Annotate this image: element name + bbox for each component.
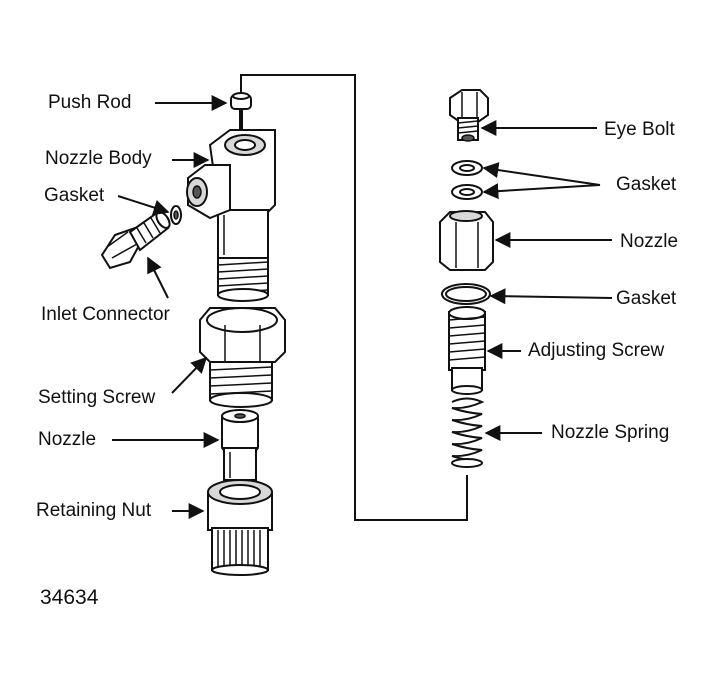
right-gasket-middle-part [451,184,483,200]
label-inlet-connector: Inlet Connector [41,304,170,325]
nozzle-spring-part [451,397,485,468]
label-gasket-right-bottom: Gasket [616,288,677,309]
label-gasket-right-top: Gasket [616,174,677,195]
left-nozzle-part [221,409,259,481]
leader-lines [112,95,613,519]
right-gasket-lower-part [441,283,491,305]
label-push-rod: Push Rod [48,92,132,113]
label-setting-screw: Setting Screw [38,387,156,408]
right-gasket-upper-part [451,160,483,176]
inlet-connector-part [100,210,171,270]
figure-number: 34634 [40,586,99,609]
setting-screw-part [199,307,286,408]
nozzle-body-part [186,129,276,302]
label-nozzle-left: Nozzle [38,429,97,450]
adjusting-screw-part [448,306,486,395]
eye-bolt-part [449,89,489,142]
label-eye-bolt: Eye Bolt [604,119,675,140]
label-nozzle-spring: Nozzle Spring [551,422,670,443]
label-nozzle-body: Nozzle Body [45,148,152,169]
left-gasket-part [170,205,182,225]
assembly-connector-line [240,74,468,521]
label-nozzle-right: Nozzle [620,231,679,252]
label-gasket-left: Gasket [44,185,105,206]
right-nozzle-part [439,210,494,271]
label-adjusting-screw: Adjusting Screw [528,340,665,361]
label-retaining-nut: Retaining Nut [36,500,152,521]
retaining-nut-part [207,479,273,576]
